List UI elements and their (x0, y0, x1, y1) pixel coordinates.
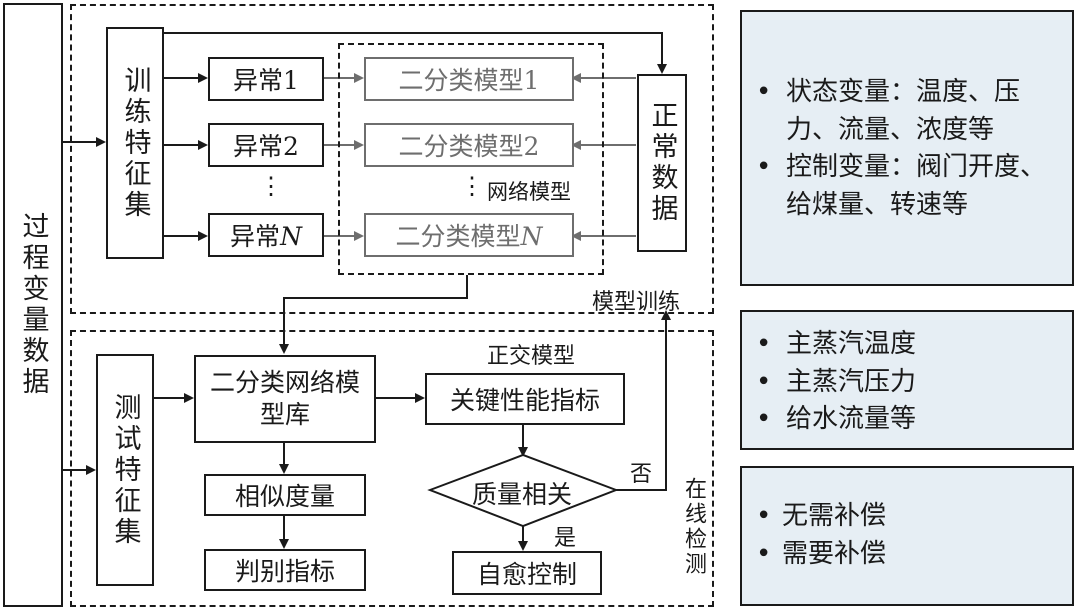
process-data-label: 过程变量数据 (17, 212, 49, 398)
anomaly-2-label: 异常2 (233, 132, 299, 161)
arrow-no-feedback (610, 310, 671, 491)
training-features-label: 训练特征集 (119, 65, 151, 221)
similarity-label: 相似度量 (234, 482, 335, 511)
test-features-label: 测试特征集 (109, 392, 141, 548)
kpi-box: 关键性能指标 (425, 373, 625, 425)
network-ellipsis: ⋮ (460, 172, 484, 200)
binary-model-1-label: 二分类模型1 (398, 66, 540, 95)
anomaly-1-box: 异常1 (208, 57, 324, 101)
variables-item-control: • 控制变量：阀门开度、给煤量、转速等 (742, 149, 1072, 224)
outcome-list: • 无需补偿 • 需要补偿 (742, 498, 1072, 573)
network-model-label: 网络模型 (487, 180, 571, 204)
self-heal-box: 自愈控制 (452, 551, 602, 595)
quality-label: 质量相关 (472, 480, 573, 509)
bullet-icon: • (756, 404, 772, 435)
self-heal-label: 自愈控制 (476, 560, 577, 589)
bullet-icon: • (756, 152, 772, 183)
variables-item-state: • 状态变量：温度、压力、流量、浓度等 (742, 74, 1072, 149)
outcome-panel: • 无需补偿 • 需要补偿 (740, 466, 1074, 606)
binary-model-n-box: 二分类模型N (364, 213, 574, 257)
online-section-label: 在线检测 (681, 477, 706, 577)
outcome-item: • 需要补偿 (742, 536, 1072, 574)
similarity-box: 相似度量 (204, 474, 366, 516)
process-data-box: 过程变量数据 (3, 3, 63, 607)
model-library-label: 二分类网络模型库 (210, 367, 361, 430)
no-label: 否 (630, 462, 653, 487)
orthogonal-model-label: 正交模型 (487, 344, 576, 369)
arrow-to-model-lib (279, 275, 468, 354)
yes-label: 是 (554, 526, 577, 551)
training-features-box: 训练特征集 (106, 27, 164, 259)
anomaly-1-label: 异常1 (233, 66, 299, 95)
training-section (70, 4, 714, 314)
kpi-panel: • 主蒸汽温度 • 主蒸汽压力 • 给水流量等 (740, 310, 1074, 450)
test-features-box: 测试特征集 (96, 354, 154, 586)
arrow-to-normal-data (163, 32, 667, 74)
discriminant-box: 判别指标 (204, 549, 366, 591)
bullet-icon: • (756, 329, 772, 359)
binary-model-2-label: 二分类模型2 (398, 132, 540, 161)
quality-diamond (427, 453, 619, 528)
discriminant-label: 判别指标 (234, 557, 335, 586)
kpi-list: • 主蒸汽温度 • 主蒸汽压力 • 给水流量等 (742, 326, 1072, 439)
network-model-frame (338, 43, 604, 275)
variables-panel: • 状态变量：温度、压力、流量、浓度等 • 控制变量：阀门开度、给煤量、转速等 (740, 10, 1074, 286)
kpi-item: • 主蒸汽温度 (742, 326, 1072, 364)
kpi-item: • 主蒸汽压力 (742, 364, 1072, 402)
training-section-label: 模型训练 (592, 290, 681, 315)
bullet-icon: • (756, 538, 772, 569)
outcome-item: • 无需补偿 (742, 498, 1072, 536)
bullet-icon: • (756, 366, 772, 397)
model-library-box: 二分类网络模型库 (194, 355, 376, 443)
bullet-icon: • (756, 77, 772, 107)
binary-model-1-box: 二分类模型1 (364, 57, 574, 101)
variables-list: • 状态变量：温度、压力、流量、浓度等 • 控制变量：阀门开度、给煤量、转速等 (742, 74, 1072, 225)
binary-model-2-box: 二分类模型2 (364, 123, 574, 167)
kpi-item: • 给水流量等 (742, 401, 1072, 439)
anomaly-2-box: 异常2 (208, 123, 324, 167)
anomaly-n-label: 异常N (230, 222, 302, 251)
normal-data-box: 正常数据 (637, 74, 687, 252)
online-section (70, 330, 714, 607)
anomaly-n-box: 异常N (208, 213, 324, 257)
kpi-label: 关键性能指标 (449, 386, 600, 415)
anomaly-ellipsis: ⋮ (259, 172, 283, 200)
binary-model-n-label: 二分类模型N (395, 222, 543, 251)
normal-data-label: 正常数据 (646, 101, 678, 225)
bullet-icon: • (756, 501, 772, 531)
